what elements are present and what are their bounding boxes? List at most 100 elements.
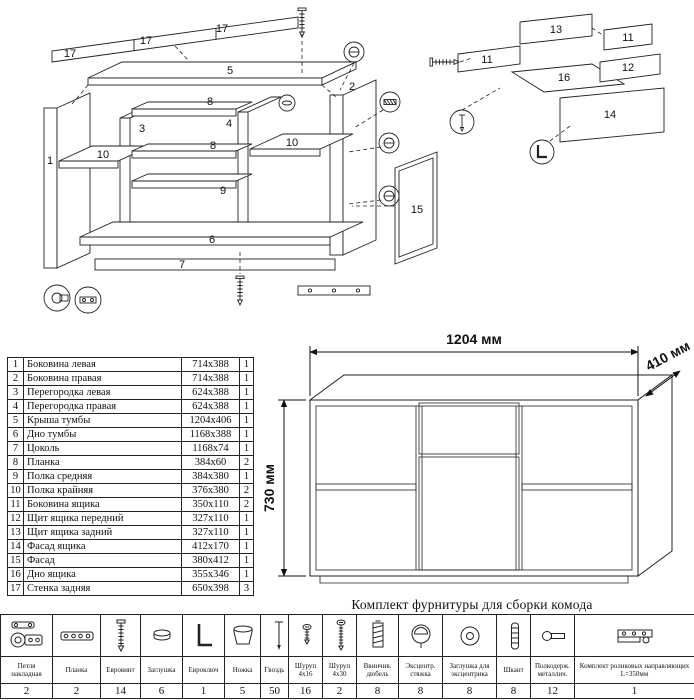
bottom-panel — [79, 236, 331, 246]
hardware-names-row: Петля накладная Планка Евровинт Заглушка… — [0, 656, 694, 684]
nail-icon — [449, 109, 475, 135]
part-size: 327x110 — [181, 511, 240, 526]
part-number: 14 — [7, 539, 24, 554]
hinge-plate-icon — [74, 286, 102, 314]
callout: 2 — [349, 81, 355, 93]
hardware-qty: 8 — [398, 683, 443, 699]
callout: 5 — [227, 65, 233, 77]
assembled-dresser-drawing: 1204 мм 410 мм 730 мм — [261, 331, 693, 584]
dresser-interior — [315, 402, 633, 584]
height-dimension: 730 мм — [261, 464, 277, 512]
part-number: 2 — [7, 371, 24, 386]
drawer-side-right — [603, 23, 653, 51]
part-name: Стенка задняя — [23, 581, 182, 596]
part-size: 624x388 — [181, 385, 240, 400]
callout: 17 — [140, 35, 152, 47]
part-number: 8 — [7, 455, 24, 470]
hardware-qty: 8 — [496, 683, 531, 699]
screw-short-icon — [302, 623, 312, 645]
part-name: Фасад ящика — [23, 539, 182, 554]
part-qty: 1 — [239, 539, 254, 554]
part-callouts: 17 17 17 5 1 3 10 8 4 2 8 9 10 6 7 15 13… — [47, 23, 634, 271]
part-size: 412x170 — [181, 539, 240, 554]
cam-lock-icon — [378, 132, 400, 154]
dowel-icon — [379, 91, 401, 113]
hardware-icon-cell — [288, 614, 323, 657]
hardware-name: Ножка — [224, 656, 261, 684]
callout: 16 — [558, 72, 570, 84]
dresser-front-face — [309, 399, 639, 577]
drawer-slide-icon — [297, 285, 371, 296]
drawer-bottom — [510, 63, 626, 93]
dresser-side-face — [637, 374, 673, 577]
back-wall-panels — [51, 16, 299, 63]
part-qty: 1 — [239, 469, 254, 484]
hinge-icon — [43, 284, 71, 312]
hardware-icon-cell — [398, 614, 443, 657]
cap-icon — [278, 94, 296, 112]
hardware-icon-cell — [260, 614, 289, 657]
part-number: 9 — [7, 469, 24, 484]
plinth-recess — [319, 576, 629, 584]
hardware-icon-cell — [442, 614, 497, 657]
hardware-icon-cell — [182, 614, 225, 657]
nail-icon — [275, 621, 283, 650]
hardware-table: Петля накладная Планка Евровинт Заглушка… — [0, 614, 694, 699]
drawer-facade — [559, 87, 665, 143]
plinth-panel — [94, 258, 336, 271]
shelf-pin-icon — [541, 630, 565, 641]
part-number: 15 — [7, 553, 24, 568]
hardware-name: Петля накладная — [0, 656, 53, 684]
part-number: 5 — [7, 413, 24, 428]
door-front — [418, 456, 520, 571]
plate-icon — [60, 631, 93, 640]
callout: 10 — [286, 137, 298, 149]
hardware-qty: 2 — [52, 683, 101, 699]
callout: 11 — [622, 32, 633, 44]
door-facade — [394, 151, 438, 265]
hardware-qty: 14 — [100, 683, 141, 699]
part-name: Фасад — [23, 553, 182, 568]
part-name: Дно ящика — [23, 567, 182, 582]
wood-dowel-icon — [511, 622, 519, 649]
hardware-qty: 12 — [530, 683, 575, 699]
hardware-qty: 2 — [322, 683, 357, 699]
part-size: 714x388 — [181, 357, 240, 372]
hardware-icon-cell — [530, 614, 575, 657]
cap-icon — [153, 629, 170, 640]
callout: 17 — [216, 23, 228, 35]
part-name: Планка — [23, 455, 182, 470]
dimension-lines — [278, 346, 681, 577]
callout: 1 — [47, 155, 53, 167]
part-name: Полка крайняя — [23, 483, 182, 498]
callout: 8 — [210, 140, 216, 152]
hardware-qty-row: 2 2 14 6 1 5 50 16 2 8 8 8 8 12 1 — [0, 683, 694, 699]
width-dimension: 1204 мм — [446, 331, 502, 347]
part-number: 6 — [7, 427, 24, 442]
part-size: 384x60 — [181, 455, 240, 470]
hardware-qty: 6 — [140, 683, 183, 699]
part-number: 11 — [7, 497, 24, 512]
cam-lock-icon — [343, 41, 365, 63]
hardware-qty: 8 — [356, 683, 399, 699]
callout: 12 — [622, 62, 634, 74]
hardware-name: Шуруп 4x16 — [288, 656, 323, 684]
plank-bottom — [131, 150, 237, 159]
drawer-front-shield — [599, 53, 661, 83]
drawer-back-shield — [519, 13, 593, 45]
part-number: 12 — [7, 511, 24, 526]
part-number: 1 — [7, 357, 24, 372]
hardware-name: Гвоздь — [260, 656, 289, 684]
